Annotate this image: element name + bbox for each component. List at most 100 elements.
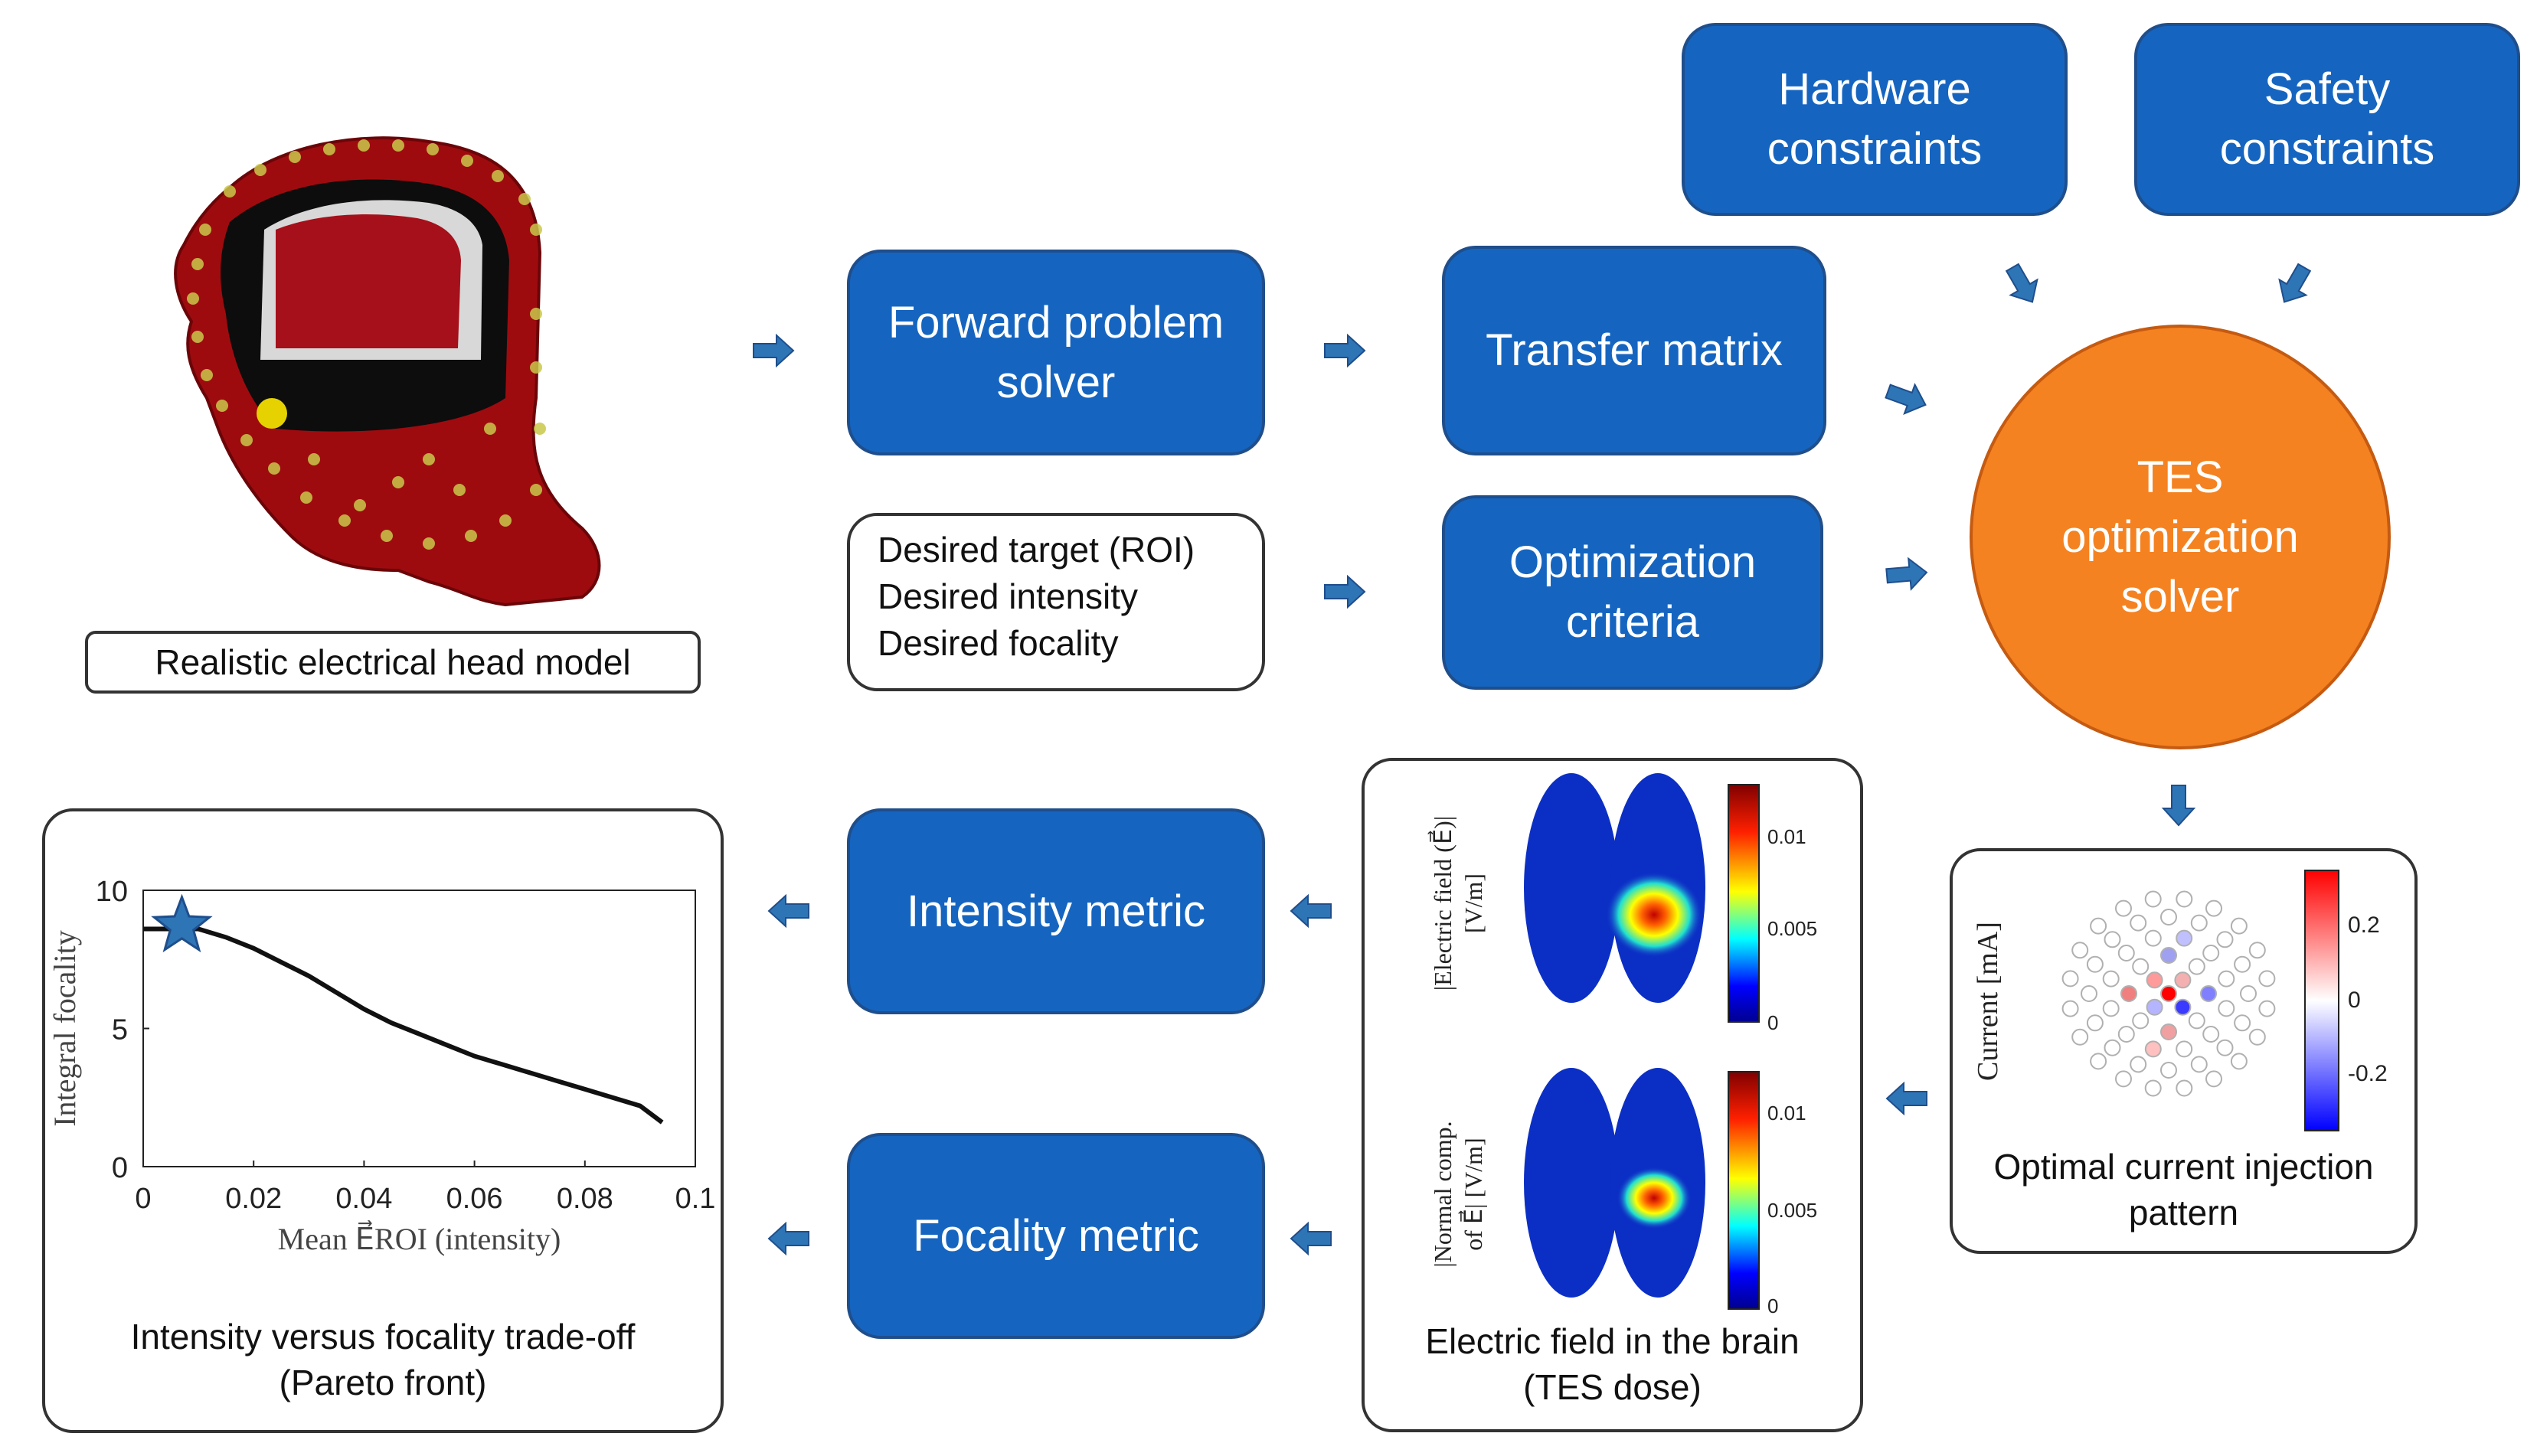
desired-target: Desired target (ROI) [878, 530, 1195, 570]
electrode-current [2104, 931, 2121, 948]
focality-metric-label: Focality metric [913, 1210, 1199, 1261]
electrode-dot [224, 185, 236, 198]
current-colorbar [2304, 870, 2339, 1131]
efield-top-tick: 0.01 [1767, 825, 1806, 848]
efield-bottom-tick: 0.005 [1767, 1199, 1817, 1222]
electrode-current [2102, 970, 2120, 988]
efield-bottom-tick: 0.01 [1767, 1102, 1806, 1125]
electrode-current [2144, 1040, 2162, 1058]
safety-constraints-box: Safety constraints [2134, 23, 2520, 216]
desired-intensity: Desired intensity [878, 576, 1139, 616]
pareto-xtick-label: 0.02 [225, 1183, 282, 1215]
electrode-current [2061, 970, 2079, 988]
electrode-dot [268, 462, 280, 475]
electrode-current [2202, 945, 2220, 961]
forward-line-2: solver [996, 357, 1116, 407]
efield-caption-line-1: Electric field in the brain [1425, 1321, 1800, 1361]
electrode-dot [392, 139, 404, 152]
electrode-dot [534, 423, 546, 435]
electrode-current [2248, 1028, 2266, 1046]
criteria-line-2: criteria [1565, 597, 1700, 647]
arrow-focality-to-pareto [767, 1221, 809, 1256]
electrode-dot [492, 170, 504, 182]
electrode-current [2258, 1000, 2276, 1017]
electrode-current [2120, 985, 2137, 1002]
electrode-dot [423, 537, 435, 550]
electrode-current [2234, 955, 2251, 973]
electrode-dot [338, 514, 351, 527]
arrow-transfer-to-solver [1885, 383, 1927, 415]
electrode-current [2086, 1014, 2104, 1032]
electrode-current [2248, 942, 2266, 959]
colorbar-top [1728, 784, 1760, 1023]
electrode-current [2160, 947, 2177, 964]
electrode-dot [240, 434, 253, 446]
pareto-xtick-label: 0.08 [557, 1183, 613, 1215]
eye-sphere [257, 398, 287, 429]
pareto-star-marker [151, 893, 213, 953]
electrode-dot [392, 476, 404, 488]
electrode-dot [300, 491, 312, 504]
current-ylabel: Current [mA] [1972, 922, 2004, 1081]
electrode-current [2234, 1014, 2251, 1032]
forward-line-1: Forward problem [888, 297, 1224, 348]
arrow-current-to-efield [1885, 1081, 1927, 1116]
electrode-current [2190, 914, 2208, 932]
electrode-current [2160, 985, 2177, 1002]
electrode-current [2132, 1012, 2150, 1030]
pareto-xtick-label: 0.04 [335, 1183, 392, 1215]
arrow-head-to-forward [753, 333, 795, 368]
head-model-label: Realistic electrical head model [155, 642, 631, 682]
electrode-current [2132, 958, 2150, 975]
transfer-matrix-box: Transfer matrix [1442, 246, 1826, 455]
electrode-dot [530, 308, 542, 320]
electrode-current [2176, 1040, 2193, 1058]
efield-hotspot-top [1607, 873, 1702, 957]
pareto-xtick-label: 0.06 [446, 1183, 503, 1215]
pareto-caption-line-2: (Pareto front) [279, 1363, 487, 1402]
electrode-current [2130, 914, 2147, 932]
electrode-current [2160, 1023, 2177, 1040]
efield-bottom-ylabel-2: of E⃗| [V/m] [1458, 1138, 1487, 1250]
transfer-line-1: Transfer matrix [1486, 325, 1783, 375]
optimization-criteria-box: Optimization criteria [1442, 495, 1823, 690]
electrode-dot [518, 193, 531, 205]
arrow-safety-to-solver [2278, 263, 2312, 303]
electrode-current [2188, 958, 2205, 975]
arrow-criteria-to-solver [1885, 557, 1928, 591]
electrode-current [2160, 1062, 2177, 1079]
electrode-current [2230, 917, 2248, 935]
electrode-current [2202, 1026, 2220, 1043]
current-colorbar-tick: 0.2 [2348, 912, 2380, 938]
efield-top-plot [1524, 773, 1760, 1023]
criteria-line-1: Optimization [1509, 537, 1757, 587]
efield-hotspot-bottom [1617, 1167, 1691, 1229]
efield-caption-line-2: (TES dose) [1523, 1367, 1702, 1407]
colorbar-bottom [1728, 1071, 1760, 1310]
brain-left-hemisphere-top [1524, 773, 1619, 1003]
efield-bottom-plot [1524, 1068, 1760, 1310]
tes-line-3: solver [2120, 571, 2240, 622]
tes-line-2: optimization [2061, 511, 2299, 562]
electrode-current [2086, 955, 2104, 973]
current-caption: Optimal current injection pattern [1950, 1144, 2418, 1236]
head-electrodes [187, 139, 546, 550]
arrow-solver-to-current [2161, 785, 2196, 827]
efield-top-tick: 0 [1767, 1011, 1778, 1034]
arrow-efield-to-intensity [1290, 893, 1332, 929]
electrode-dot [308, 453, 320, 465]
electrode-current [2115, 899, 2132, 917]
head-model-label-box: Realistic electrical head model [85, 631, 701, 694]
efield-top-ylabel-1: |Electric field (E⃗)| [1427, 816, 1456, 991]
desired-focality: Desired focality [878, 623, 1119, 663]
forward-problem-solver-box: Forward problem solver [847, 250, 1265, 455]
arrow-desired-to-criteria [1324, 574, 1366, 609]
intensity-metric-label: Intensity metric [907, 886, 1205, 936]
pareto-ylabel: Integral focality [47, 930, 82, 1127]
electrode-dot [201, 369, 213, 381]
electrode-dot [427, 143, 439, 155]
electrode-current [2090, 917, 2107, 935]
electrode-current [2115, 1070, 2132, 1088]
